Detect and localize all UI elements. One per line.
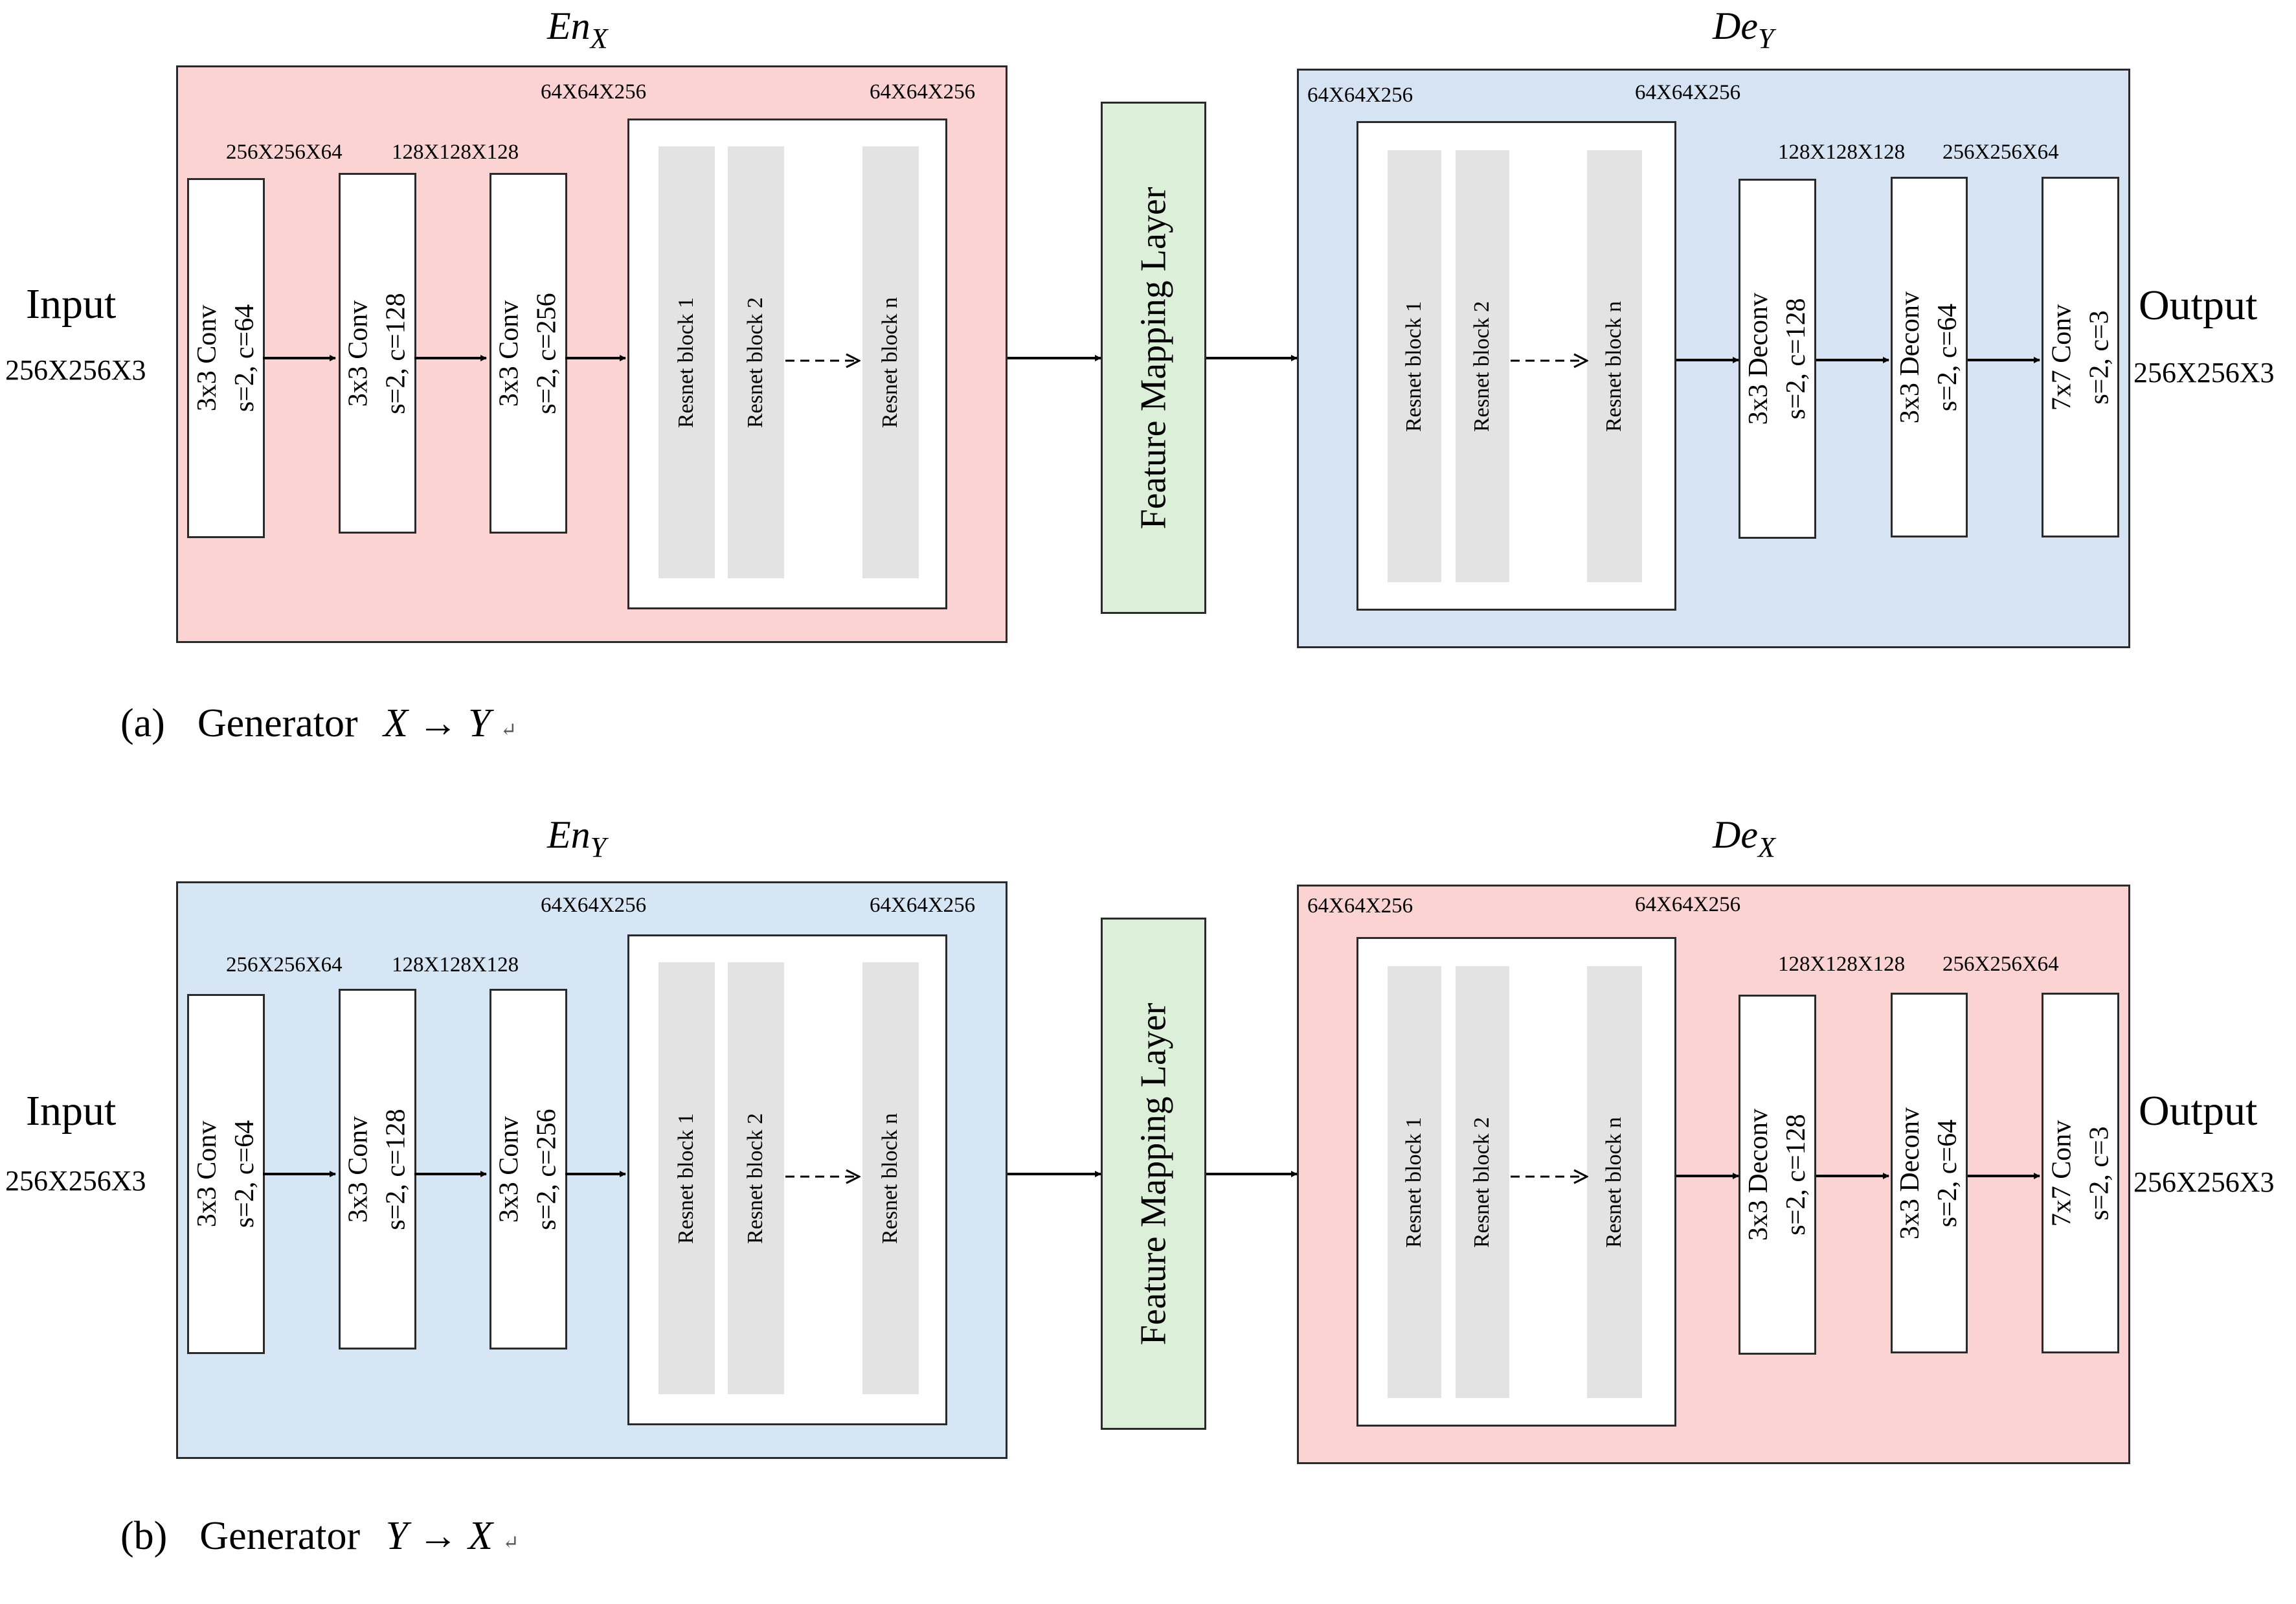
- output-label: Output: [2139, 282, 2258, 329]
- decoder-title: DeX: [1713, 813, 1775, 863]
- resnet-block: Resnet block 2: [728, 146, 784, 578]
- resnet-container: Resnet block 1 Resnet block 2 Resnet blo…: [627, 934, 947, 1425]
- dim-label: 64X64X256: [1635, 81, 1741, 104]
- caption-label: (a): [120, 701, 165, 745]
- output-dim: 256X256X3: [2133, 357, 2275, 389]
- resnet-block: Resnet block 1: [658, 146, 715, 578]
- dim-label: 64X64X256: [870, 80, 976, 104]
- dim-label: 128X128X128: [392, 141, 519, 164]
- dim-label: 64X64X256: [1307, 894, 1413, 918]
- output-label: Output: [2139, 1087, 2258, 1135]
- encoder-panel: 64X64X256 64X64X256 256X256X64 128X128X1…: [176, 65, 1007, 643]
- figure-caption: (b)Generator Y → X ↵: [120, 1514, 519, 1558]
- dim-label: 64X64X256: [870, 894, 976, 917]
- resnet-block: Resnet block 1: [658, 962, 715, 1394]
- encoder-panel: 64X64X256 64X64X256 256X256X64 128X128X1…: [176, 881, 1007, 1459]
- dim-label: 128X128X128: [392, 953, 519, 977]
- dim-label: 64X64X256: [1635, 893, 1741, 916]
- connector-arrows: [263, 816, 2040, 1604]
- resnet-block: Resnet block 1: [1388, 966, 1441, 1398]
- input-label: Input: [26, 1087, 117, 1135]
- dim-label: 64X64X256: [1307, 84, 1413, 107]
- feature-mapping-layer: Feature Mapping Layer: [1101, 102, 1206, 614]
- feature-mapping-layer: Feature Mapping Layer: [1101, 918, 1206, 1430]
- resnet-block: Resnet block n: [1587, 150, 1642, 582]
- resnet-container: Resnet block 1 Resnet block 2 Resnet blo…: [627, 119, 947, 609]
- diagram-b: EnY DeX Input 256X256X3 Output 256X256X3…: [0, 813, 2296, 1604]
- resnet-block: Resnet block n: [1587, 966, 1642, 1398]
- dim-label: 256X256X64: [1942, 953, 2059, 976]
- output-dim: 256X256X3: [2133, 1166, 2275, 1198]
- resnet-container: Resnet block 1 Resnet block 2 Resnet blo…: [1356, 937, 1676, 1427]
- dim-label: 256X256X64: [1942, 141, 2059, 164]
- dim-label: 256X256X64: [226, 953, 343, 977]
- dim-label: 64X64X256: [541, 894, 647, 917]
- caption-label: (b): [120, 1514, 168, 1558]
- encoder-title: EnY: [547, 813, 607, 863]
- resnet-container: Resnet block 1 Resnet block 2 Resnet blo…: [1356, 121, 1676, 611]
- resnet-block: Resnet block 2: [728, 962, 784, 1394]
- resnet-block: Resnet block n: [862, 962, 919, 1394]
- decoder-title: DeY: [1713, 5, 1774, 54]
- caption-text: Generator: [199, 1514, 361, 1558]
- resnet-block: Resnet block 2: [1456, 966, 1509, 1398]
- caption-text: Generator: [197, 701, 358, 745]
- input-dim: 256X256X3: [5, 354, 146, 386]
- dim-label: 128X128X128: [1778, 141, 1906, 164]
- resnet-block: Resnet block n: [862, 146, 919, 578]
- resnet-block: Resnet block 2: [1456, 150, 1509, 582]
- diagram-a: EnX DeY Input 256X256X3 Output 256X256X3…: [0, 0, 2296, 788]
- dim-label: 64X64X256: [541, 80, 647, 104]
- connector-arrows: [263, 0, 2040, 788]
- decoder-panel: 64X64X256 64X64X256 128X128X128 256X256X…: [1297, 885, 2130, 1464]
- input-label: Input: [26, 280, 117, 328]
- resnet-block: Resnet block 1: [1388, 150, 1441, 582]
- input-dim: 256X256X3: [5, 1165, 146, 1197]
- decoder-panel: 64X64X256 64X64X256 128X128X128 256X256X…: [1297, 69, 2130, 648]
- dim-label: 256X256X64: [226, 141, 343, 164]
- encoder-title: EnX: [547, 5, 608, 54]
- figure-caption: (a)Generator X → Y ↵: [120, 701, 517, 745]
- dim-label: 128X128X128: [1778, 953, 1906, 976]
